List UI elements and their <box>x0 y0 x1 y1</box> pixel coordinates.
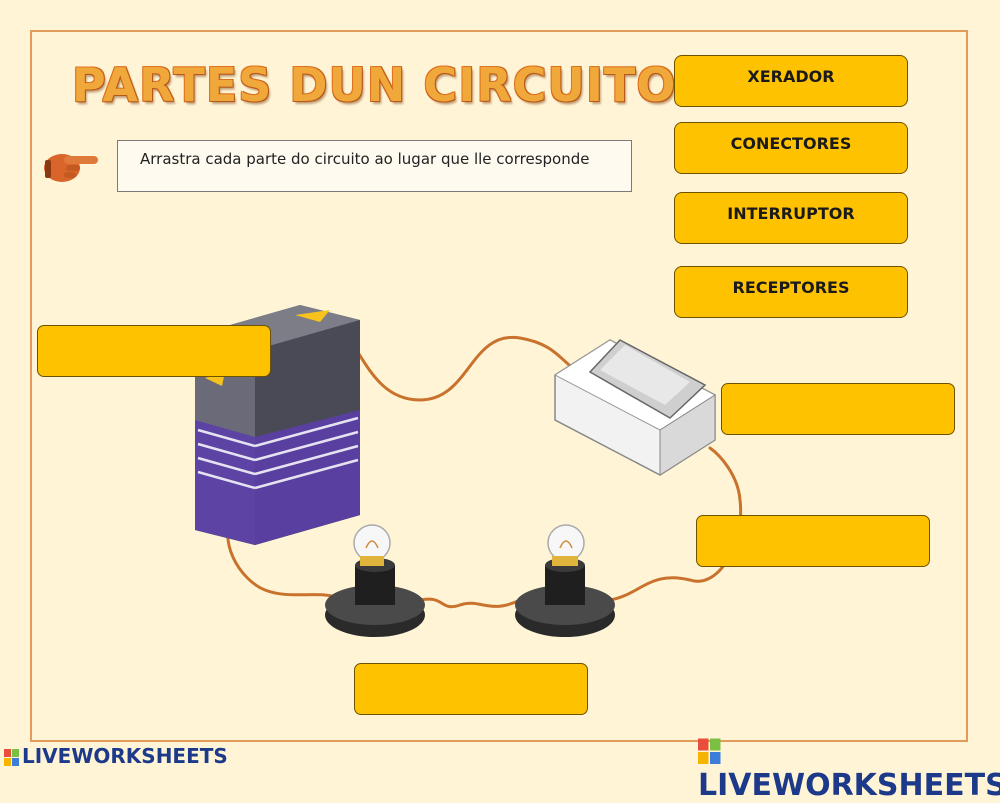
instruction-box: Arrastra cada parte do circuito ao lugar… <box>117 140 632 192</box>
pointing-hand-icon <box>44 154 98 182</box>
worksheet-frame <box>30 30 968 742</box>
drop-target-wires[interactable] <box>696 515 930 567</box>
liveworksheets-logo-icon <box>698 738 721 764</box>
option-receptores[interactable]: RECEPTORES <box>674 266 908 318</box>
bulb-icon <box>325 524 425 637</box>
liveworksheets-logo-icon <box>4 748 19 766</box>
drop-target-bulbs[interactable] <box>354 663 588 715</box>
battery-icon <box>195 305 360 545</box>
drop-target-battery[interactable] <box>37 325 271 377</box>
switch-icon <box>554 339 716 476</box>
liveworksheets-logo-right: LIVEWORKSHEETS <box>698 733 1000 803</box>
option-interruptor[interactable]: INTERRUPTOR <box>674 192 908 244</box>
option-conectores[interactable]: CONECTORES <box>674 122 908 174</box>
option-xerador[interactable]: XERADOR <box>674 55 908 107</box>
bulb-icon <box>515 524 615 637</box>
page-title: PARTES DUN CIRCUITO <box>72 58 677 112</box>
liveworksheets-logo-left: LIVEWORKSHEETS <box>4 744 228 768</box>
circuit-illustration <box>195 305 743 637</box>
drop-target-switch[interactable] <box>721 383 955 435</box>
